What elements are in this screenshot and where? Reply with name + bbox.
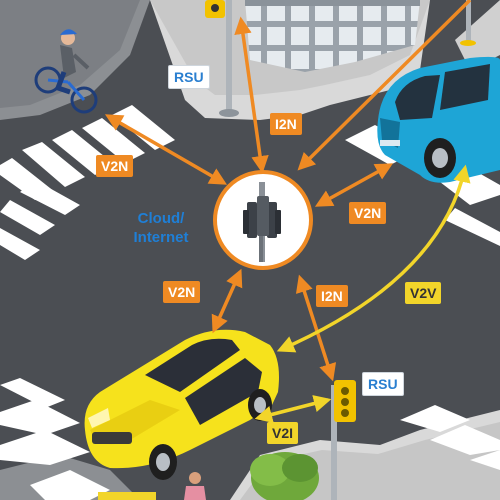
rsu-bottom-label: RSU [362,372,404,396]
cloud-label-line1: Cloud/ [137,210,185,227]
cloud-label-line2: Internet [133,229,189,246]
link-v2i [254,395,332,423]
i2n-top-label: I2N [270,113,302,135]
car-icon [84,329,279,480]
bicycle-icon [34,29,98,114]
link-v2v [276,164,471,353]
rsu-top-label: RSU [168,65,210,89]
crosswalk-left [0,180,80,260]
tree-icon [250,452,319,500]
car-icon [377,56,500,183]
pedestrian-icon [184,472,206,500]
v2n-left-label: V2N [96,155,134,177]
traffic-light-icon [331,380,356,500]
cloud-hub [213,170,313,270]
traffic-light-icon [205,0,239,117]
cell-tower-icon [243,182,281,262]
i2n-bottom-label: I2N [316,285,348,307]
link-yellowcar-hub [211,268,243,334]
link-rsu-top-hub [234,16,269,174]
v2n-bottom-label: V2N [163,281,201,303]
link-bicycle-hub [104,114,228,185]
v2i-label: V2I [267,422,299,444]
crosswalk-bottom [0,378,110,500]
building-block [150,0,430,120]
direct-links [254,164,471,423]
building-icon [245,0,420,72]
crosswalk-bottom-right [400,405,500,470]
cloud-internet-label: Cloud/ Internet [112,209,210,247]
v2v-label: V2V [405,282,442,304]
v2n-right-label: V2N [349,202,387,224]
link-top-right-hub [297,0,472,171]
